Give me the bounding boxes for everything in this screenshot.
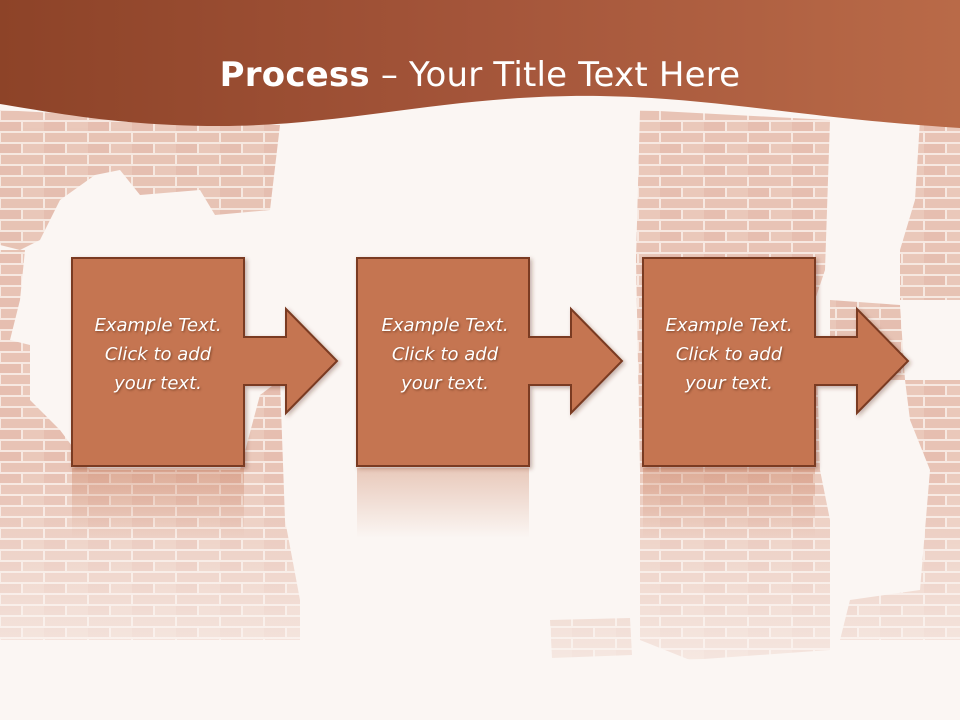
title-bold: Process xyxy=(219,55,370,95)
slide-title[interactable]: Process – Your Title Text Here xyxy=(0,52,960,98)
step-text-line: Example Text. xyxy=(665,315,793,336)
step-text-line: Click to add xyxy=(104,344,212,365)
title-banner xyxy=(0,0,960,128)
step-text-line: Example Text. xyxy=(94,315,222,336)
step-1-text[interactable]: Example Text. Click to add your text. xyxy=(72,311,244,398)
process-step-3[interactable] xyxy=(642,257,910,538)
process-step-1[interactable] xyxy=(71,257,339,538)
step-text-line: your text. xyxy=(685,373,773,394)
step-text-line: Click to add xyxy=(391,344,499,365)
step-text-line: your text. xyxy=(401,373,489,394)
step-text-line: your text. xyxy=(114,373,202,394)
process-step-2[interactable] xyxy=(356,257,624,538)
title-rest: – Your Title Text Here xyxy=(380,55,741,95)
step-text-line: Example Text. xyxy=(381,315,509,336)
step-2-text[interactable]: Example Text. Click to add your text. xyxy=(359,311,531,398)
step-text-line: Click to add xyxy=(675,344,783,365)
step-3-text[interactable]: Example Text. Click to add your text. xyxy=(643,311,815,398)
